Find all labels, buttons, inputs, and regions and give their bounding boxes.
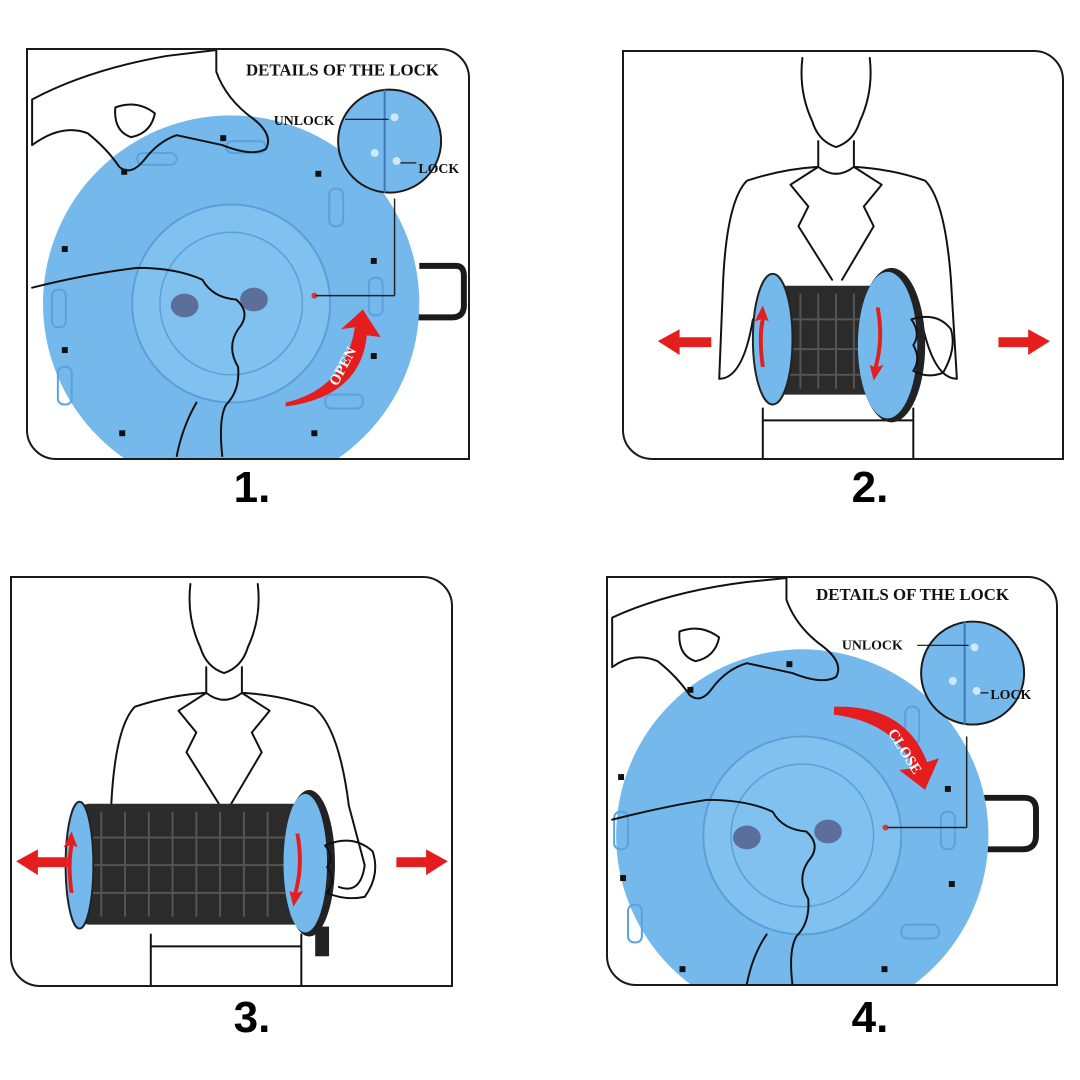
step-3-panel	[10, 576, 453, 987]
hand-icon	[31, 50, 270, 172]
step-1-number: 1.	[233, 463, 271, 512]
stool-lid	[43, 115, 467, 458]
hand-icon	[31, 266, 246, 458]
unlock-label: UNLOCK	[274, 113, 335, 128]
lock-magnifier-icon	[315, 88, 443, 297]
step-4-panel: CLOSE DETAILS OF THE LOCK UNLOCK LOCK	[606, 576, 1058, 986]
step-4-number: 4.	[851, 993, 889, 1042]
hand-icon	[611, 798, 816, 984]
lock-label: LOCK	[418, 161, 459, 176]
stool-icon	[751, 267, 926, 423]
lock-label: LOCK	[990, 687, 1031, 702]
step-1-panel: OPEN DETAILS OF THE LOCK UNLOCK LOCK	[26, 48, 470, 460]
person-outline	[106, 582, 366, 985]
lock-details-title: DETAILS OF THE LOCK	[246, 61, 439, 80]
step-3-number: 3.	[233, 993, 271, 1042]
lock-magnifier-icon	[887, 620, 1026, 829]
step-1-illustration: OPEN DETAILS OF THE LOCK UNLOCK LOCK	[31, 50, 467, 458]
hand-icon	[324, 839, 377, 900]
unlock-label: UNLOCK	[842, 637, 903, 652]
stool-icon	[63, 789, 335, 957]
pull-arrow-icon	[657, 329, 1050, 356]
pull-arrow-icon	[16, 849, 448, 876]
step-2-panel	[622, 50, 1064, 460]
lock-details-title: DETAILS OF THE LOCK	[816, 585, 1009, 604]
step-2-number: 2.	[851, 463, 889, 512]
hand-icon	[611, 578, 840, 700]
step-2-illustration	[657, 56, 1050, 458]
step-4-illustration: CLOSE DETAILS OF THE LOCK UNLOCK LOCK	[611, 578, 1039, 984]
hand-icon	[910, 316, 954, 377]
step-3-illustration	[16, 582, 448, 985]
person-outline	[718, 56, 958, 458]
